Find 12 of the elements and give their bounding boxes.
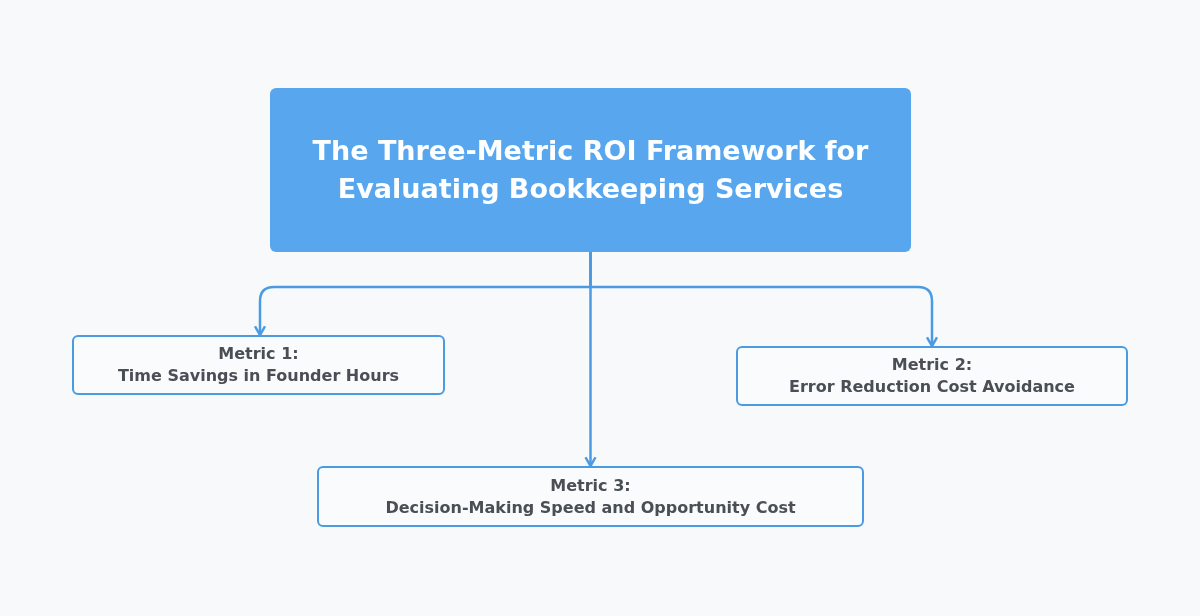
- metric-number: Metric 1:: [218, 343, 299, 365]
- metric-box: [736, 346, 1128, 406]
- metric-number: Metric 3:: [550, 474, 631, 497]
- metric-name: Decision-Making Speed and Opportunity Cost: [385, 496, 796, 519]
- arrow: [584, 252, 597, 468]
- metric-name: Error Reduction Cost Avoidance: [789, 376, 1075, 398]
- metric-name: Time Savings in Founder Hours: [117, 365, 400, 387]
- metric-number: Metric 2:: [891, 354, 973, 376]
- title-box: [270, 88, 911, 252]
- metric-box: [317, 466, 864, 527]
- title-text: The Three-Metric ROI Framework for Evaluating Bookkeeping Services: [311, 134, 870, 206]
- metric-box: [72, 335, 445, 395]
